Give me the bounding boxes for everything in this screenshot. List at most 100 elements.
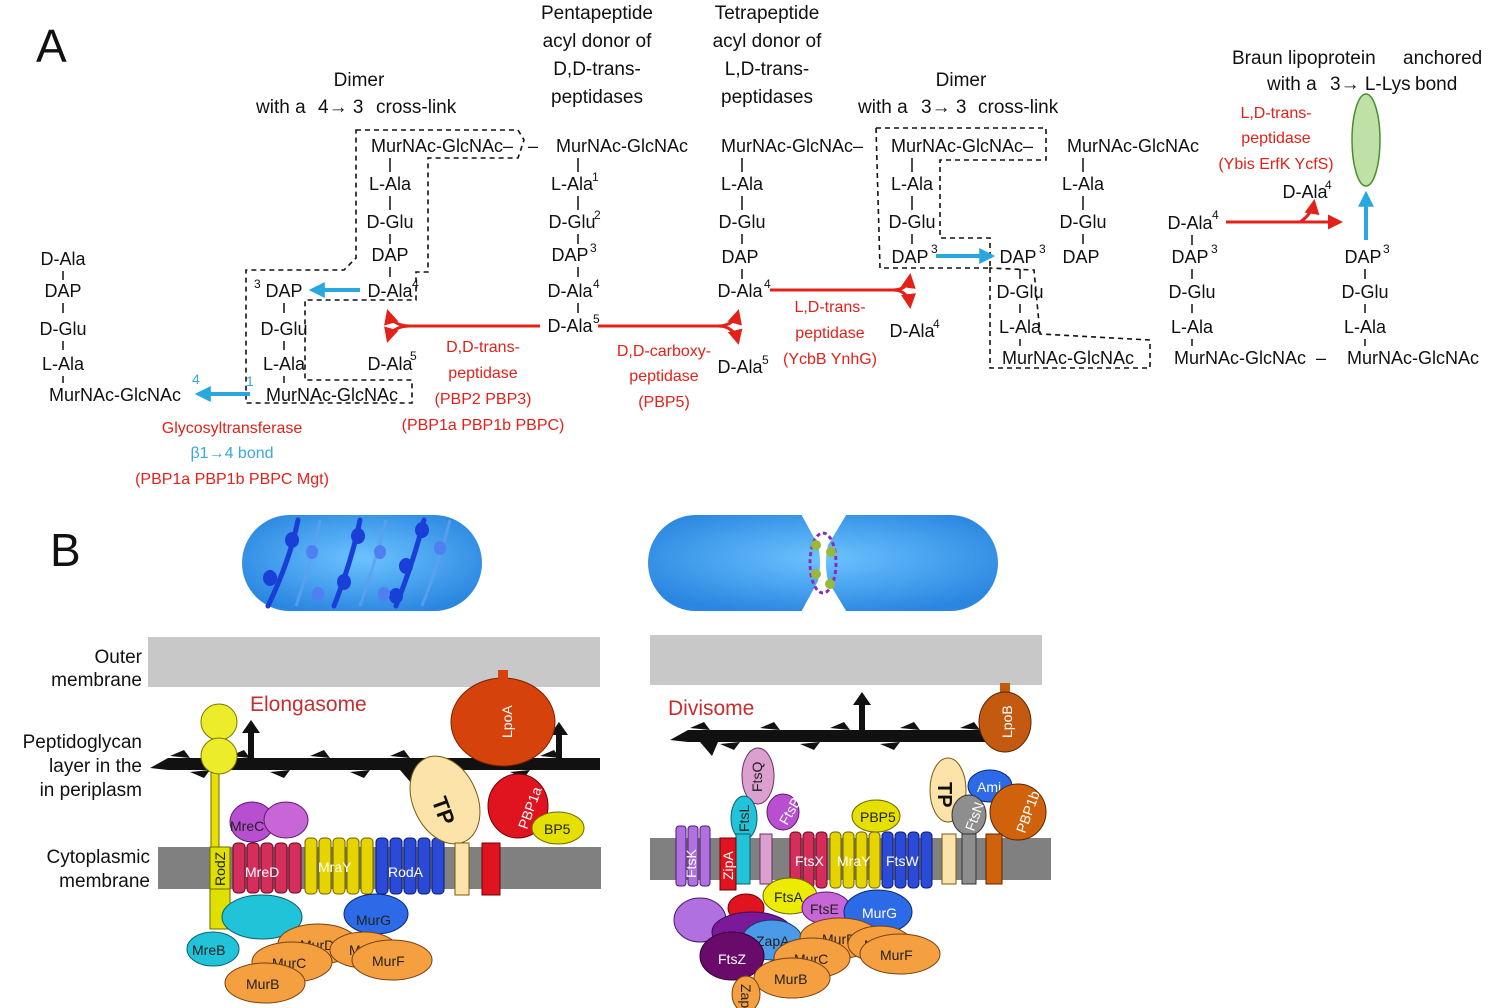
zipa-protein bbox=[719, 837, 737, 891]
residue-l-ala: L-Ala bbox=[42, 354, 85, 374]
released-d-ala: D-Ala bbox=[367, 354, 413, 374]
sup-1: 1 bbox=[592, 170, 599, 184]
residue-l-ala: L-Ala bbox=[1171, 317, 1214, 337]
ftsa-label: FtsA bbox=[774, 889, 803, 905]
header-braun: Braun lipoprotein anchored with a 3→ L-L… bbox=[1232, 48, 1482, 95]
outer-membrane-left bbox=[148, 637, 600, 687]
stem-peptide-33-acceptor: DAP 3 D-Glu L-Ala MurNAc-GlcNAc bbox=[996, 242, 1134, 368]
label-dd-carboxypeptidase: D,D-carboxy- peptidase (PBP5) bbox=[617, 343, 711, 411]
sup-3: 3 bbox=[931, 242, 938, 256]
disaccharide: MurNAc-GlcNAc– bbox=[891, 136, 1033, 156]
header-line: peptidases bbox=[721, 87, 813, 108]
cyto-membrane-label: Cytoplasmic bbox=[47, 847, 150, 868]
bond-4: 4 bbox=[192, 371, 200, 387]
enzyme-examples: (Ybis ErfK YcfS) bbox=[1218, 156, 1333, 173]
residue-dap: DAP bbox=[551, 245, 588, 265]
header-line: with a bbox=[255, 97, 306, 118]
header-line: L,D-trans- bbox=[725, 59, 809, 80]
pg-layer-label: layer in the bbox=[49, 756, 142, 777]
residue-d-glu: D-Glu bbox=[1168, 282, 1215, 302]
sup-3: 3 bbox=[590, 241, 597, 255]
disaccharide: MurNAc-GlcNAc– bbox=[721, 136, 863, 156]
lpob-protein bbox=[978, 691, 1032, 753]
murb-label: MurB bbox=[774, 971, 807, 987]
pg-layer-label: in periplasm bbox=[40, 780, 142, 801]
outer-membrane-label: Outer bbox=[94, 647, 142, 668]
roda-protein bbox=[375, 837, 445, 895]
disaccharide: MurNAc-GlcNAc bbox=[1347, 348, 1479, 368]
rodz-label: RodZ bbox=[212, 851, 228, 886]
ftsq-protein bbox=[741, 747, 775, 805]
enzyme-name: peptidase bbox=[629, 368, 698, 385]
residue-l-ala: L-Ala bbox=[263, 354, 306, 374]
header-line: cross-link bbox=[978, 97, 1059, 118]
residue-d-glu: D-Glu bbox=[260, 319, 307, 339]
sup-5: 5 bbox=[410, 349, 417, 363]
mred-label: MreD bbox=[245, 864, 279, 880]
bp5-protein bbox=[531, 811, 585, 845]
pbp5-label: PBP5 bbox=[860, 809, 896, 825]
header-dimer-4-3: Dimer with a 4→ 3 cross-link bbox=[255, 70, 457, 118]
ftsz-protein bbox=[699, 931, 765, 981]
stem-peptide-braun-donor: D-Ala 4 DAP 3 D-Glu L-Ala MurNAc-GlcNAc … bbox=[1167, 208, 1326, 368]
sup-3: 3 bbox=[254, 277, 261, 291]
sup-4: 4 bbox=[593, 277, 600, 291]
pbp1a-protein bbox=[487, 773, 549, 839]
outer-membrane-right bbox=[650, 635, 1042, 685]
residue-dap: DAP bbox=[1344, 247, 1381, 267]
residue-d-glu: D-Glu bbox=[1059, 212, 1106, 232]
header-line: peptidases bbox=[551, 87, 643, 108]
header-line: Dimer bbox=[936, 70, 987, 91]
dash: – bbox=[528, 136, 538, 156]
residue-l-ala: L-Ala bbox=[999, 317, 1042, 337]
disaccharide: MurNAc-GlcNAc bbox=[49, 385, 181, 405]
enzyme-examples: (PBP2 PBP3) bbox=[435, 391, 532, 408]
bond-1: 1 bbox=[246, 373, 254, 389]
ftsw-label: FtsW bbox=[886, 853, 919, 869]
peptidoglycan-strand-right bbox=[670, 692, 1000, 756]
murb-label: MurB bbox=[246, 976, 279, 992]
residue-dap: DAP bbox=[721, 247, 758, 267]
released-d-ala: D-Ala bbox=[889, 321, 935, 341]
stem-peptide-free: MurNAc-GlcNAc L-Ala D-Glu DAP bbox=[1059, 136, 1199, 267]
ftsz-label: FtsZ bbox=[718, 951, 746, 967]
sup-3: 3 bbox=[1211, 242, 1218, 256]
header-line-green: Braun lipoprotein bbox=[1232, 48, 1376, 69]
mreb-label: MreB bbox=[192, 942, 225, 958]
zapa-label: ZapA bbox=[756, 933, 790, 949]
header-line: bond bbox=[1415, 74, 1457, 95]
ftsb-protein bbox=[766, 793, 800, 831]
residue-dap: DAP bbox=[44, 281, 81, 301]
braun-lipoprotein bbox=[1351, 93, 1381, 187]
elongasome: RodZ LpoA MreC MreD MraY bbox=[186, 670, 585, 1004]
murg-label: MurG bbox=[356, 912, 391, 928]
sup-4: 4 bbox=[1325, 178, 1332, 192]
sup-3: 3 bbox=[1383, 242, 1390, 256]
header-dimer-3-3: Dimer with a 3→ 3 cross-link bbox=[857, 70, 1059, 118]
residue-d-glu: D-Glu bbox=[366, 212, 413, 232]
ami-label: Ami bbox=[977, 779, 1001, 795]
stem-tetrapeptide: MurNAc-GlcNAc– L-Ala D-Glu DAP D-Ala 4 D… bbox=[717, 136, 863, 377]
outer-membrane-label: membrane bbox=[51, 670, 142, 691]
lpob-label: LpoB bbox=[999, 705, 1015, 738]
residue-l-ala: L-Ala bbox=[891, 174, 934, 194]
ftsl-label: FtsL bbox=[736, 805, 752, 832]
released-d-ala: D-Ala bbox=[1282, 182, 1328, 202]
panel-label-a: A bbox=[36, 20, 67, 72]
header-line: Tetrapeptide bbox=[715, 3, 820, 24]
header-line: anchored bbox=[1403, 48, 1482, 69]
header-line-blue: 4→ 3 bbox=[318, 97, 363, 118]
rod-cell-division bbox=[648, 512, 998, 614]
residue-d-ala: D-Ala bbox=[717, 281, 763, 301]
pg-layer-label: Peptidoglycan bbox=[23, 732, 142, 753]
residue-d-ala: D-Ala bbox=[547, 281, 593, 301]
stem-peptide-acceptor: 3 DAP D-Glu L-Ala MurNAc-GlcNAc bbox=[254, 277, 398, 405]
ftsw-protein bbox=[881, 831, 933, 889]
header-line: with a bbox=[1266, 74, 1317, 95]
dimer-3-3-outline bbox=[875, 127, 1047, 269]
rod-cell-elongation bbox=[242, 515, 482, 611]
residue-d-ala: D-Ala bbox=[40, 249, 86, 269]
label-dd-transpeptidase: D,D-trans- peptidase (PBP2 PBP3) (PBP1a … bbox=[402, 339, 565, 434]
header-line: acyl donor of bbox=[543, 31, 653, 52]
